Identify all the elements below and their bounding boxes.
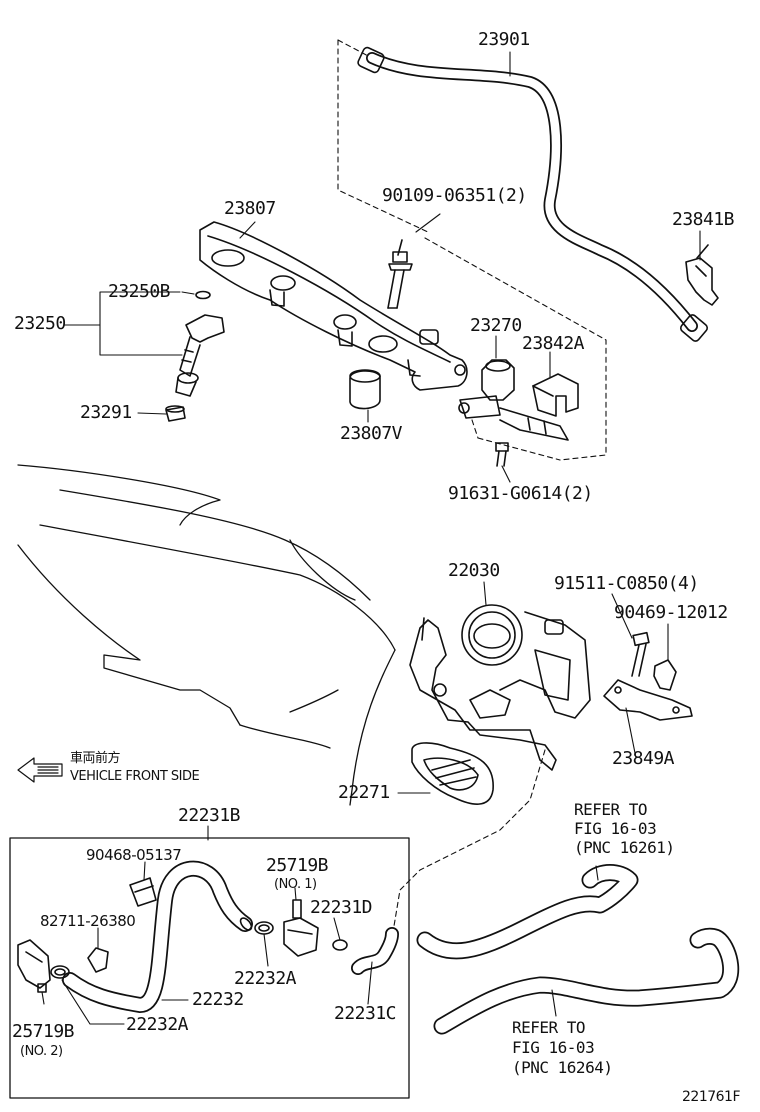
- label-82711: 82711-26380: [40, 912, 136, 930]
- clip-22231d: [332, 939, 348, 951]
- label-23250b: 23250B: [108, 281, 171, 302]
- engine-outline: [17, 464, 396, 806]
- valve-25719b-no1: [283, 899, 319, 957]
- bolt-91511: [631, 631, 650, 677]
- label-22231d: 22231D: [310, 897, 373, 918]
- hose-22232: [62, 860, 253, 1013]
- hose-pnc-16261: [416, 864, 639, 960]
- label-no1: (NO. 1): [274, 877, 317, 892]
- label-22232: 22232: [192, 989, 244, 1010]
- injector-23250: [175, 290, 225, 397]
- label-25719b-no1: 25719B: [266, 855, 329, 876]
- hose-pnc-16264: [433, 927, 740, 1035]
- clip-82711: [87, 947, 109, 973]
- label-23291: 23291: [80, 402, 132, 423]
- label-22231b: 22231B: [178, 805, 241, 826]
- label-22231c: 22231C: [334, 1003, 397, 1024]
- label-90469: 90469-12012: [614, 602, 728, 623]
- fuel-hose-dashed-outline: [337, 39, 607, 461]
- clip-90469: [653, 659, 677, 691]
- bolt-91631: [495, 442, 509, 467]
- refer-16264-line1: REFER TO: [512, 1018, 586, 1037]
- refer-16261-line3: (PNC 16261): [574, 838, 675, 857]
- throttle-body-22030: [409, 604, 591, 771]
- label-90109: 90109-06351(2): [382, 185, 527, 206]
- hose-22231c: [351, 927, 399, 975]
- clamp-90468: [129, 877, 157, 907]
- gasket-22271: [411, 742, 494, 805]
- label-22232a-left: 22232A: [126, 1014, 189, 1035]
- label-25719b-no2: 25719B: [12, 1021, 75, 1042]
- clamp-22232a-left: [50, 965, 70, 979]
- label-91511: 91511-C0850(4): [554, 573, 699, 594]
- label-91631: 91631-G0614(2): [448, 483, 593, 504]
- seal-23291: [165, 405, 186, 422]
- refer-16264-line2: FIG 16-03: [512, 1038, 595, 1057]
- label-23841b: 23841B: [672, 209, 735, 230]
- bracket-23849a: [603, 679, 693, 721]
- clip-23842a: [532, 373, 579, 417]
- label-23807v: 23807V: [340, 423, 403, 444]
- front-arrow-icon: [17, 757, 63, 783]
- refer-16261-line2: FIG 16-03: [574, 819, 657, 838]
- clamp-23841b: [685, 244, 719, 306]
- leader-lines: [41, 51, 701, 1025]
- label-23849a: 23849A: [612, 748, 675, 769]
- label-22030: 22030: [448, 560, 500, 581]
- label-23807: 23807: [224, 198, 276, 219]
- refer-16264-line3: (PNC 16264): [512, 1058, 613, 1077]
- label-23270: 23270: [470, 315, 522, 336]
- fuel-hose-23901: [357, 46, 709, 342]
- front-side-jp: 車両前方: [70, 751, 121, 766]
- label-23250: 23250: [14, 313, 66, 334]
- insulator-23807v: [349, 369, 381, 410]
- regulator-23270: [458, 359, 569, 441]
- label-23842a: 23842A: [522, 333, 585, 354]
- clamp-22232a-right: [254, 921, 274, 935]
- hose-kit-frame: [9, 837, 410, 1099]
- hose-connection-dashed: [391, 749, 546, 939]
- refer-16261-line1: REFER TO: [574, 800, 648, 819]
- label-90468: 90468-05137: [86, 846, 182, 864]
- label-22271: 22271: [338, 782, 390, 803]
- label-no2: (NO. 2): [20, 1044, 63, 1059]
- delivery-pipe-23807: [199, 221, 468, 391]
- figure-id: 221761F: [682, 1089, 741, 1105]
- valve-25719b-no2: [17, 939, 51, 993]
- label-23901: 23901: [478, 29, 530, 50]
- stud-90109: [387, 239, 413, 309]
- label-22232a-right: 22232A: [234, 968, 297, 989]
- front-side-en: VEHICLE FRONT SIDE: [70, 769, 200, 784]
